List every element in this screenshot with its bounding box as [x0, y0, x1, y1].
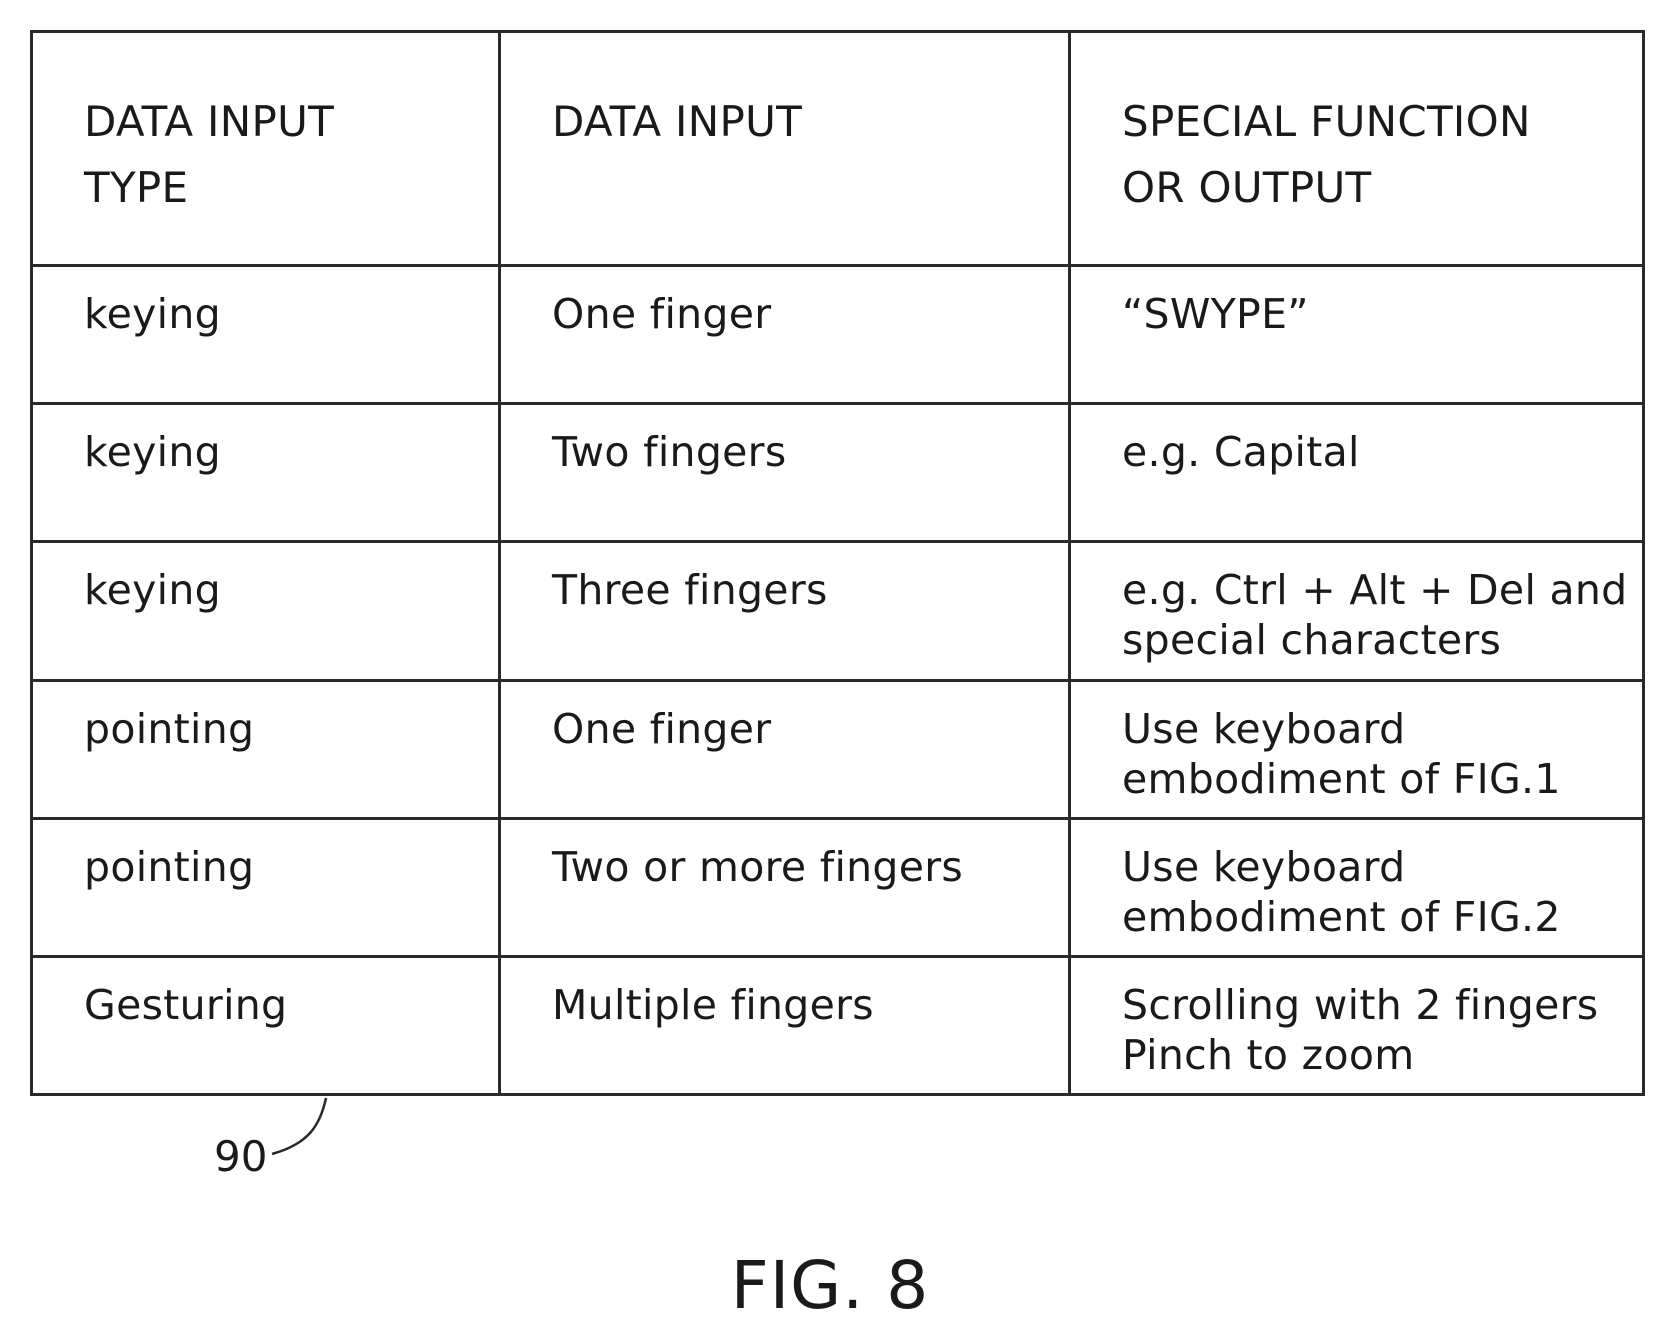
cell-line: One finger [552, 705, 771, 753]
cell-line: One finger [552, 290, 771, 338]
input-mapping-table: DATA INPUT TYPE DATA INPUT SPECIAL FUNCT… [30, 30, 1645, 1096]
cell-line: pointing [84, 705, 254, 753]
table-cell: Three fingers [500, 542, 1070, 680]
table-row: keying One finger “SWYPE” [32, 266, 1644, 404]
table-cell: One finger [500, 680, 1070, 818]
table-cell: Multiple fingers [500, 956, 1070, 1094]
header-line: TYPE [84, 163, 188, 212]
cell-line: Use keyboard [1122, 843, 1405, 891]
cell-line: e.g. Capital [1122, 428, 1360, 476]
header-line: OR OUTPUT [1122, 163, 1371, 212]
cell-line: Pinch to zoom [1122, 1031, 1414, 1079]
header-line: SPECIAL FUNCTION [1122, 97, 1531, 146]
table-row: Gesturing Multiple fingers Scrolling wit… [32, 956, 1644, 1094]
cell-line: keying [84, 290, 221, 338]
table-cell: keying [32, 542, 500, 680]
header-cell-input-type: DATA INPUT TYPE [32, 32, 500, 266]
table-row: pointing One finger Use keyboard embodim… [32, 680, 1644, 818]
table-cell: “SWYPE” [1070, 266, 1644, 404]
table-cell: Scrolling with 2 fingers Pinch to zoom [1070, 956, 1644, 1094]
header-line: DATA INPUT [552, 97, 802, 146]
table-row: keying Three fingers e.g. Ctrl + Alt + D… [32, 542, 1644, 680]
header-cell-special-function: SPECIAL FUNCTION OR OUTPUT [1070, 32, 1644, 266]
cell-line: Two or more fingers [552, 843, 963, 891]
cell-line: Gesturing [84, 981, 287, 1029]
figure-label: FIG. 8 [0, 1248, 1660, 1324]
table-cell: e.g. Ctrl + Alt + Del and special charac… [1070, 542, 1644, 680]
header-cell-data-input: DATA INPUT [500, 32, 1070, 266]
table-cell: keying [32, 266, 500, 404]
table-cell: Two or more fingers [500, 818, 1070, 956]
cell-line: keying [84, 428, 221, 476]
cell-line: Three fingers [552, 566, 828, 614]
header-row: DATA INPUT TYPE DATA INPUT SPECIAL FUNCT… [32, 32, 1644, 266]
table-cell: Two fingers [500, 404, 1070, 542]
cell-line: Scrolling with 2 fingers [1122, 981, 1598, 1029]
table-cell: Use keyboard embodiment of FIG.1 [1070, 680, 1644, 818]
cell-line: Two fingers [552, 428, 787, 476]
cell-line: e.g. Ctrl + Alt + Del and [1122, 566, 1628, 614]
table-cell: Gesturing [32, 956, 500, 1094]
reference-numeral: 90 [214, 1132, 267, 1182]
table-cell: One finger [500, 266, 1070, 404]
cell-line: embodiment of FIG.1 [1122, 755, 1561, 803]
leader-line [268, 1096, 338, 1162]
table-cell: keying [32, 404, 500, 542]
cell-line: pointing [84, 843, 254, 891]
cell-line: special characters [1122, 616, 1501, 664]
cell-line: Multiple fingers [552, 981, 874, 1029]
header-line: DATA INPUT [84, 97, 334, 146]
cell-line: “SWYPE” [1122, 290, 1309, 338]
table-cell: pointing [32, 818, 500, 956]
table-row: pointing Two or more fingers Use keyboar… [32, 818, 1644, 956]
table-cell: pointing [32, 680, 500, 818]
table-row: keying Two fingers e.g. Capital [32, 404, 1644, 542]
table-cell: Use keyboard embodiment of FIG.2 [1070, 818, 1644, 956]
cell-line: keying [84, 566, 221, 614]
cell-line: Use keyboard [1122, 705, 1405, 753]
cell-line: embodiment of FIG.2 [1122, 893, 1561, 941]
table-cell: e.g. Capital [1070, 404, 1644, 542]
